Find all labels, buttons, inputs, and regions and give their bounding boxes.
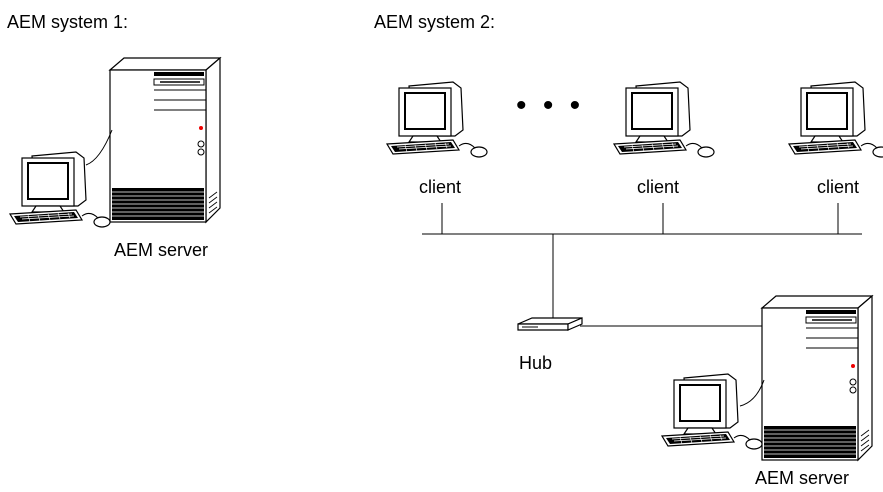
- system1-workstation: [9, 151, 111, 228]
- system1-server-label: AEM server: [114, 240, 209, 260]
- client-workstation-3: [788, 81, 883, 158]
- client-label-2: client: [637, 177, 680, 197]
- system2-title: AEM system 2:: [374, 12, 496, 32]
- client-label-1: client: [419, 177, 462, 197]
- system1-cable: [85, 129, 113, 166]
- ellipsis-more-clients: • • •: [516, 89, 585, 122]
- system1-title: AEM system 1:: [7, 12, 129, 32]
- client-label-3: client: [817, 177, 860, 197]
- system1-server-tower: [109, 57, 221, 223]
- system2-cable: [739, 379, 765, 407]
- client-workstation-2: [613, 81, 715, 158]
- system2-server-tower: [761, 295, 873, 461]
- system2-server-label: AEM server: [755, 468, 850, 488]
- client-workstation-1: [386, 81, 488, 158]
- hub-device: [517, 317, 583, 331]
- hub-label: Hub: [519, 353, 553, 373]
- system2-workstation: [661, 373, 763, 450]
- network-lines: [422, 203, 862, 327]
